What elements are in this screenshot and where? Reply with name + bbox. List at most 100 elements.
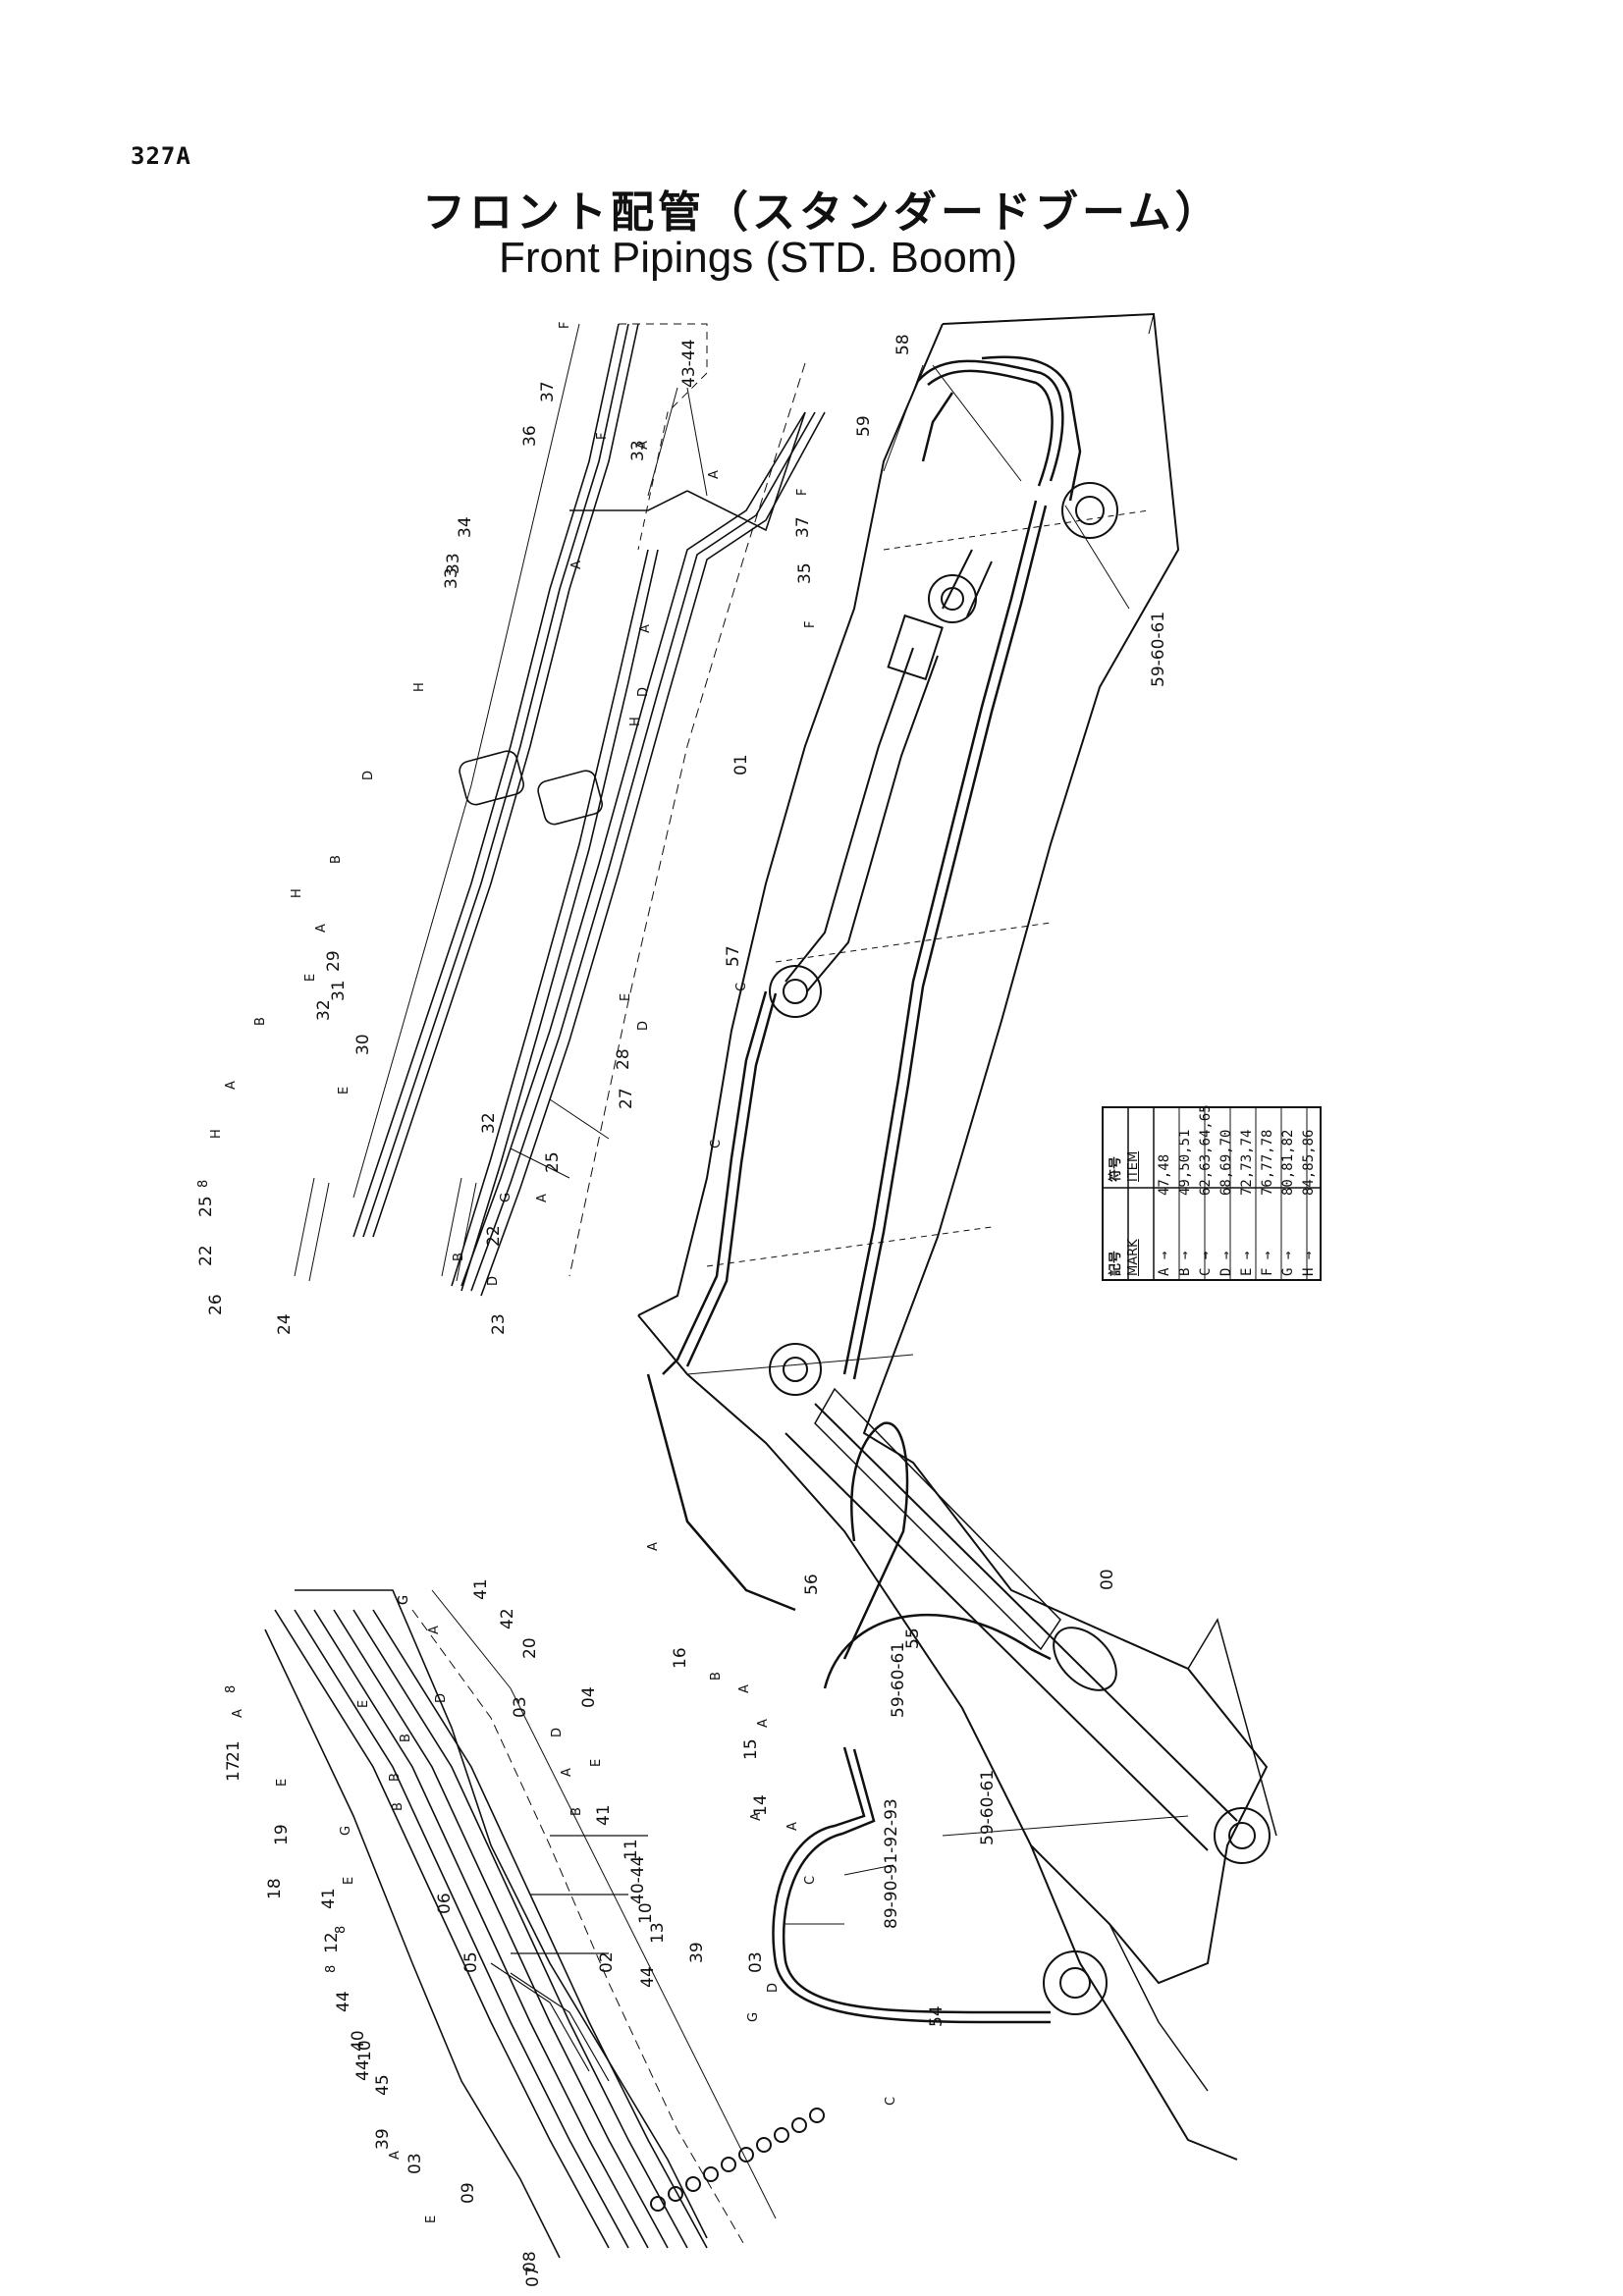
callout-label: 35 xyxy=(795,562,815,584)
boom-structure xyxy=(637,312,1277,2161)
callout-label: A xyxy=(737,1684,752,1693)
page-title-english: Front Pipings (STD. Boom) xyxy=(499,234,1018,282)
row-items: 72,73,74 xyxy=(1239,1129,1255,1196)
callout-label: 21 xyxy=(224,1740,243,1762)
callout-label: 57 xyxy=(724,945,743,967)
callout-label: 19 xyxy=(272,1824,292,1845)
header-mark-jp: 記号 xyxy=(1109,1250,1123,1276)
callout-label: A xyxy=(707,470,722,479)
callout-label: D xyxy=(550,1727,565,1737)
page-title-japanese: フロント配管（スタンダードブーム） xyxy=(422,187,1222,238)
callout-label: 44 xyxy=(334,1991,353,2012)
boom-pins xyxy=(769,482,1271,2015)
bucket-hoses xyxy=(921,355,1082,502)
callout-label: 18 xyxy=(265,1878,285,1899)
callout-label: H xyxy=(628,717,643,726)
callout-label: 41 xyxy=(319,1888,339,1909)
callout-label: 07 xyxy=(523,2266,543,2287)
callout-label: 24 xyxy=(275,1313,295,1335)
callout-label: E xyxy=(619,992,633,1001)
callout-label: E xyxy=(356,1699,371,1708)
table-header-row: 記号 MARK 符号 ITEM xyxy=(1103,1107,1154,1280)
callout-label: A xyxy=(749,1812,764,1821)
callout-label: 58 xyxy=(893,334,913,355)
callout-label: B xyxy=(399,1734,413,1742)
callout-label: A xyxy=(314,924,329,933)
callout-label: 45 xyxy=(373,2074,393,2096)
arm-cylinder xyxy=(784,549,993,992)
callout-label: C xyxy=(884,2096,898,2106)
callout-label: 39 xyxy=(687,1942,707,1963)
callout-label: B xyxy=(569,1807,584,1816)
leader-lines xyxy=(510,364,1130,1925)
callout-label: 59-60-61 xyxy=(1149,611,1168,687)
callout-label: 44 xyxy=(638,1966,658,1988)
callout-label: H xyxy=(412,682,427,692)
detail-view-upper xyxy=(294,323,826,1297)
callout-label: A xyxy=(224,1081,239,1090)
callout-label: A xyxy=(646,1542,661,1551)
row-items: 68,69,70 xyxy=(1218,1129,1234,1196)
callout-label: D xyxy=(434,1692,449,1703)
callout-label: E xyxy=(275,1778,290,1787)
callout-label: F xyxy=(558,321,572,329)
callout-label: A xyxy=(560,1768,574,1777)
callout-label: 56 xyxy=(802,1574,822,1595)
callout-label: H xyxy=(290,888,304,898)
boom-cylinder xyxy=(784,1387,1238,1851)
callout-label: 54 xyxy=(927,2005,947,2027)
callout-label: 34 xyxy=(456,516,475,538)
callout-label: B xyxy=(391,1802,406,1811)
callout-label: 41 xyxy=(594,1804,614,1826)
row-mark: H → xyxy=(1301,1251,1317,1276)
callout-label: 8 xyxy=(196,1179,211,1188)
callout-label: B xyxy=(253,1017,268,1026)
callout-label: E xyxy=(303,973,318,982)
callout-label: 00 xyxy=(1098,1569,1117,1590)
callout-label: D xyxy=(486,1275,501,1286)
callout-label: D xyxy=(361,770,376,780)
boom-hoses xyxy=(646,359,1064,2024)
callout-label: 37 xyxy=(538,381,558,402)
callout-label: A xyxy=(785,1822,800,1831)
callout-label: 33 xyxy=(442,567,461,589)
callout-label: H xyxy=(209,1129,224,1139)
callout-label: 33 xyxy=(628,440,648,461)
callout-label: 59 xyxy=(854,415,874,437)
callout-label: D xyxy=(766,1982,781,1993)
callout-label: 32 xyxy=(314,999,334,1021)
header-item-jp: 符号 xyxy=(1109,1155,1123,1182)
callout-label: F xyxy=(595,432,610,440)
fitting-row xyxy=(650,2108,825,2212)
header-item-en: ITEM xyxy=(1126,1150,1141,1182)
callout-label: 59-60-61 xyxy=(889,1641,908,1718)
callout-label: 59-60-61 xyxy=(978,1769,998,1845)
callout-label: 26 xyxy=(206,1294,226,1315)
callout-label: 40-44 xyxy=(628,1855,648,1904)
callout-label: 42 xyxy=(498,1608,517,1629)
callout-label: 06 xyxy=(435,1893,455,1914)
callout-label: G xyxy=(499,1192,514,1202)
row-mark: E → xyxy=(1239,1251,1255,1276)
callout-label: 13 xyxy=(648,1922,668,1944)
callout-label: 31 xyxy=(329,980,349,1001)
callout-label: 89-90-91-92-93 xyxy=(882,1798,901,1929)
callout-label: A xyxy=(569,561,584,569)
table-row: H →84,85,86 xyxy=(1298,1107,1324,1280)
callout-label: A xyxy=(535,1194,550,1202)
callout-label: G xyxy=(746,2011,761,2022)
callout-label: D xyxy=(636,686,651,697)
callout-label: 05 xyxy=(461,1951,481,1973)
row-mark: D → xyxy=(1218,1251,1234,1276)
callout-label: A xyxy=(388,2151,403,2160)
row-items: 62,63,64,65 xyxy=(1198,1104,1214,1196)
callout-label: 23 xyxy=(489,1313,509,1335)
callout-label: 09 xyxy=(459,2182,478,2204)
callout-label: B xyxy=(452,1253,466,1261)
callout-label: 03 xyxy=(746,1951,766,1973)
callout-label: 43-44 xyxy=(679,339,699,388)
callout-label: 04 xyxy=(579,1686,599,1708)
